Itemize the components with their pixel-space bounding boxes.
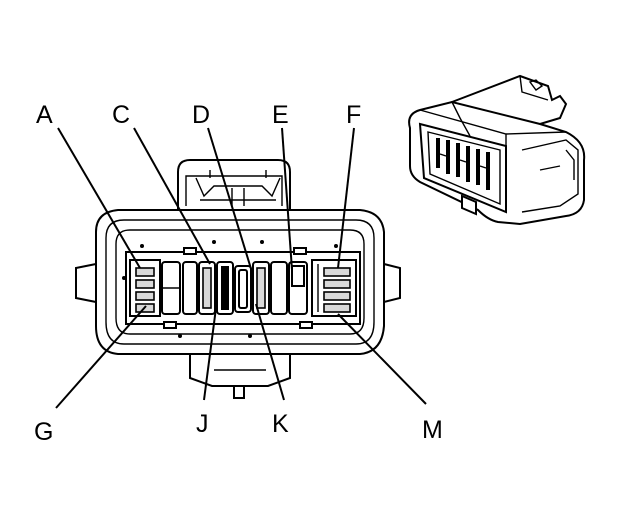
label-e: E [272, 101, 289, 129]
connector-isometric-view [408, 74, 586, 226]
cavity-f-m [311, 259, 357, 317]
leader-f [337, 127, 355, 269]
leader-c [133, 127, 211, 265]
label-g: G [34, 418, 53, 446]
leader-d [207, 127, 253, 273]
leader-a [57, 127, 141, 269]
leader-g [55, 305, 147, 409]
cavity-b [161, 261, 181, 315]
bottom-tab-left [163, 321, 177, 329]
top-tab-left [183, 247, 197, 255]
top-latch [177, 159, 291, 213]
label-d: D [192, 101, 210, 129]
cavity-d [216, 261, 234, 315]
bottom-latch [189, 353, 291, 399]
cavity-l [270, 261, 288, 315]
right-ear [383, 262, 401, 304]
leader-k [255, 303, 285, 401]
bottom-tab-right [299, 321, 313, 329]
cavity-center [234, 265, 252, 313]
leader-e [281, 127, 293, 271]
label-a: A [36, 101, 53, 129]
label-m: M [422, 416, 443, 444]
iso-cavities [436, 138, 490, 190]
pin-labels: A C D E F G J K M [34, 101, 443, 446]
leader-j [203, 307, 217, 401]
label-k: K [272, 410, 289, 438]
label-f: F [346, 101, 361, 129]
label-c: C [112, 101, 130, 129]
connector-face-view [75, 159, 401, 399]
cavity-h-j [198, 261, 216, 315]
top-tab-right [293, 247, 307, 255]
cavity-e [288, 261, 308, 315]
cavity-k [252, 261, 270, 315]
label-j: J [196, 410, 209, 438]
left-ear [75, 262, 97, 304]
cavity-c [182, 261, 198, 315]
leader-lines [55, 127, 427, 409]
leader-m [337, 313, 427, 405]
